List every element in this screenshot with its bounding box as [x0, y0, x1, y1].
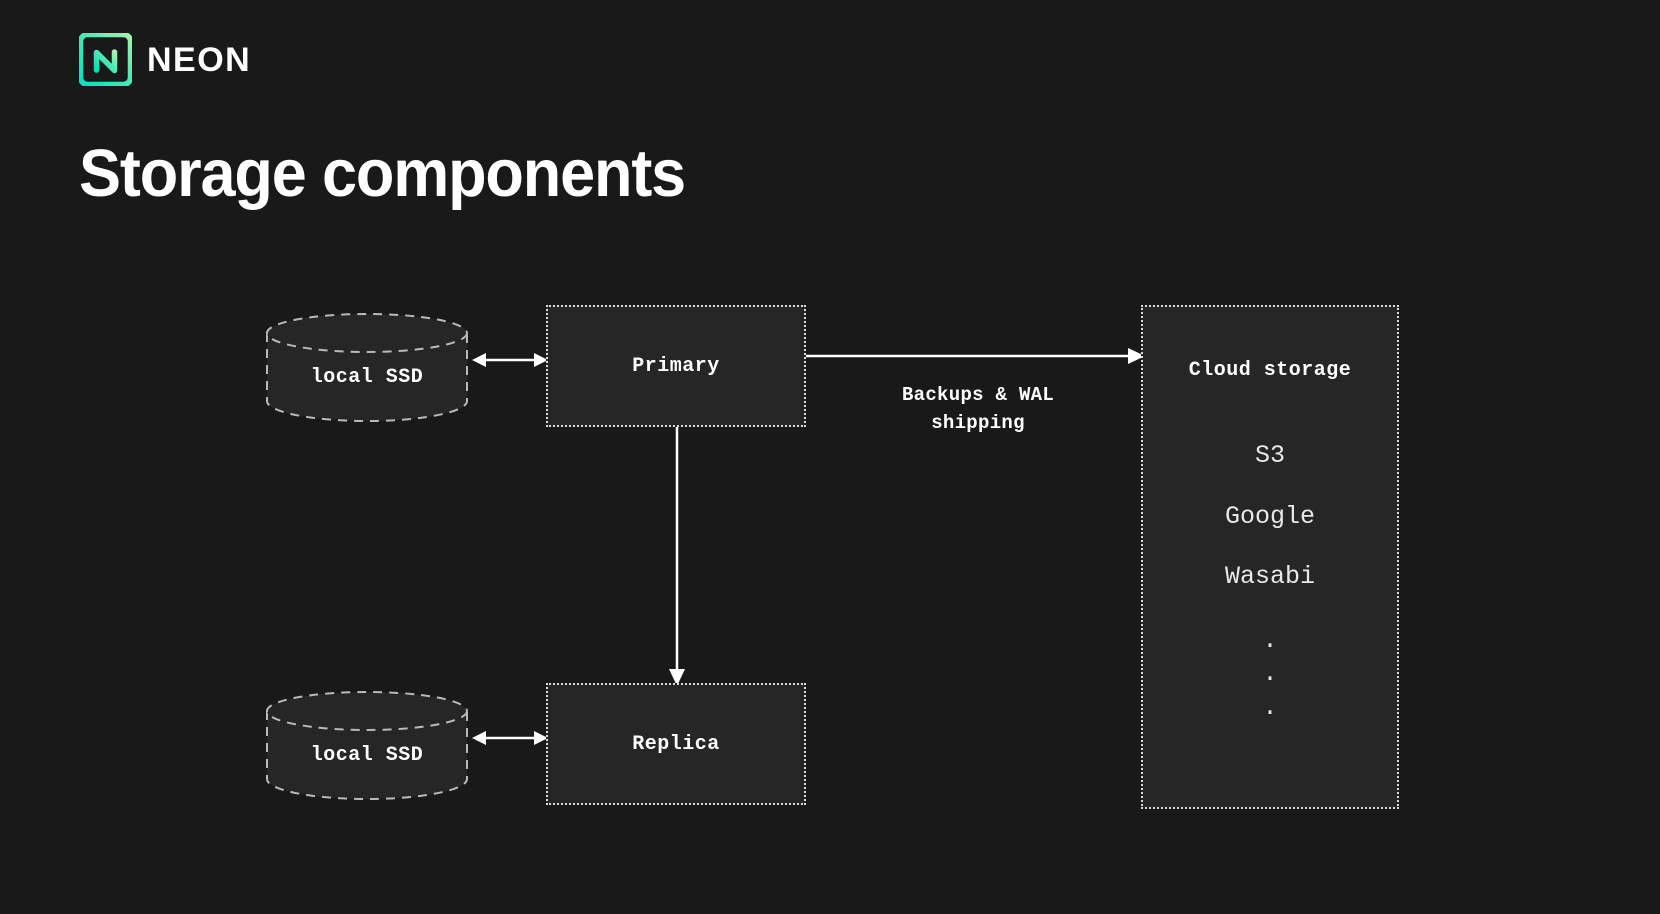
edge-primary-replica — [666, 427, 688, 687]
ellipsis-dot: . — [1262, 625, 1278, 655]
node-local-ssd-replica-label: local SSD — [310, 743, 424, 767]
edge-primary-cloud-label: Backups & WAL shipping — [901, 384, 1055, 434]
page-title: Storage components — [79, 136, 686, 211]
node-primary-label: Primary — [632, 354, 720, 378]
node-local-ssd-replica: local SSD — [266, 691, 468, 800]
node-primary: Primary — [546, 305, 806, 427]
node-cloud-storage-label: Cloud storage — [1188, 359, 1352, 382]
list-item: Wasabi — [1224, 562, 1315, 591]
node-replica: Replica — [546, 683, 806, 805]
node-local-ssd-primary-label: local SSD — [310, 365, 424, 389]
ellipsis-dot: . — [1262, 693, 1278, 722]
cloud-provider-ellipsis: . . . — [1181, 624, 1359, 725]
node-replica-label: Replica — [632, 732, 720, 756]
right-arrow-icon — [806, 348, 1145, 364]
down-arrow-icon — [669, 427, 685, 686]
ellipsis-dot: . — [1262, 659, 1278, 689]
edge-local-ssd-primary — [470, 340, 550, 380]
edge-local-ssd-replica — [470, 718, 550, 758]
neon-logo: NEON — [79, 33, 251, 86]
edge-primary-cloud — [806, 345, 1146, 367]
neon-logo-mark-icon — [79, 33, 132, 86]
node-cloud-storage: Cloud storage S3 Google Wasabi . . . — [1141, 305, 1399, 809]
double-arrow-icon — [472, 731, 548, 745]
neon-wordmark: NEON — [147, 40, 252, 79]
double-arrow-icon — [472, 353, 548, 367]
node-local-ssd-primary: local SSD — [266, 313, 468, 422]
cylinder-shape-icon — [266, 691, 468, 800]
list-item: S3 — [1254, 441, 1285, 470]
list-item: Google — [1224, 501, 1315, 531]
cloud-provider-list: S3 Google Wasabi . . . — [1181, 442, 1359, 725]
cylinder-shape-icon — [266, 313, 468, 422]
